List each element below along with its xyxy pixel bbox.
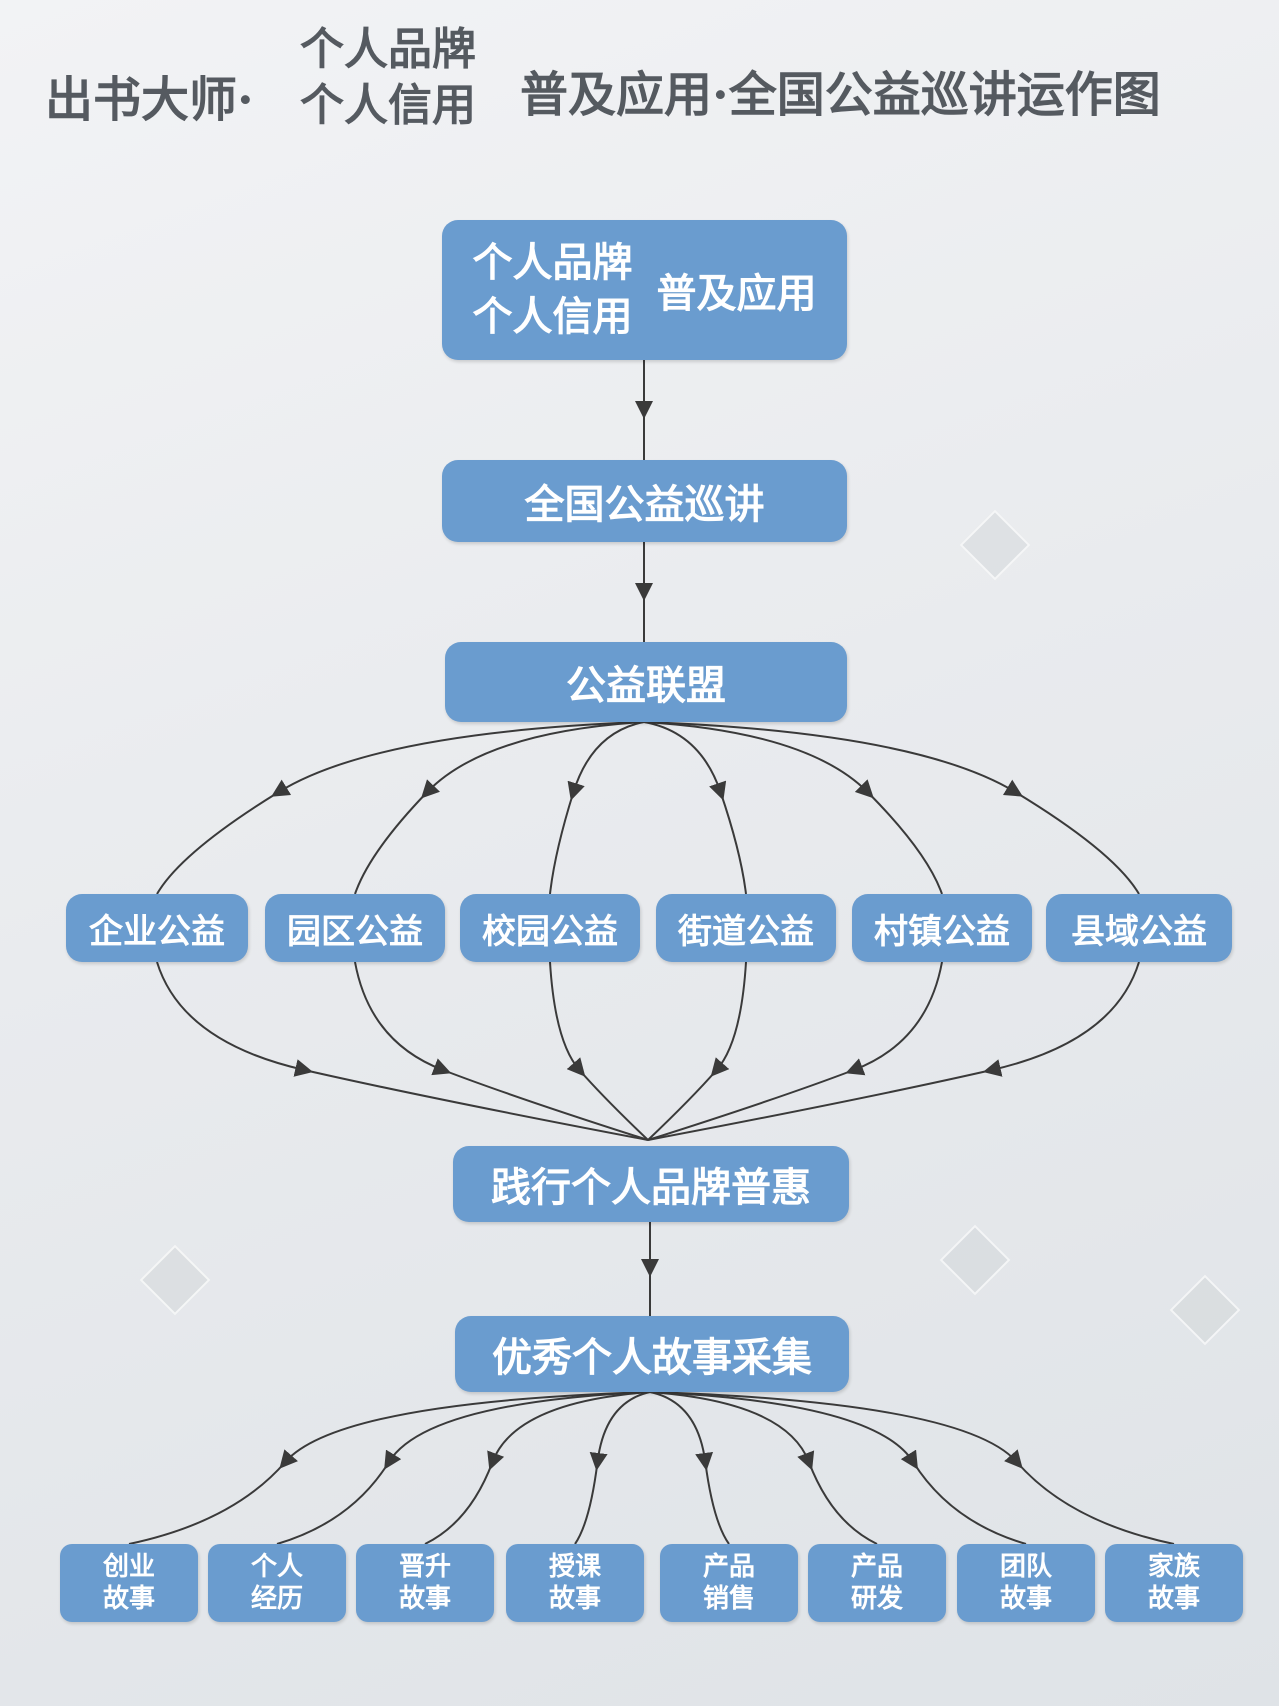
- leaf-line2: 经历: [250, 1584, 303, 1614]
- leaf-line2: 故事: [398, 1584, 451, 1614]
- leaf-curve: [649, 1391, 878, 1545]
- leaf-node: 家族 故事: [1105, 1544, 1243, 1622]
- leaf-curve: [649, 1391, 1027, 1545]
- node-brand-label: 个人品牌: [472, 240, 633, 286]
- leaf-line1: 产品: [850, 1552, 903, 1582]
- leaf-curve: [649, 1391, 1175, 1545]
- title-stack-line2: 个人信用: [300, 80, 476, 131]
- branch-node: 县域公益: [1046, 894, 1232, 962]
- leaf-line1: 个人: [250, 1552, 303, 1582]
- converge-curve: [647, 961, 1140, 1141]
- leaf-node: 创业 故事: [60, 1544, 198, 1622]
- branch-node: 企业公益: [66, 894, 248, 962]
- title-stack: 个人品牌 个人信用: [300, 22, 476, 134]
- branch-node: 园区公益: [265, 894, 445, 962]
- node-story-collection: 优秀个人故事采集: [455, 1316, 849, 1392]
- leaf-curve: [276, 1391, 651, 1545]
- fan-out-curve: [643, 721, 943, 895]
- leaf-curve: [424, 1391, 651, 1545]
- leaf-line2: 故事: [548, 1584, 601, 1614]
- leaf-line2: 研发: [850, 1584, 903, 1614]
- fan-out-curve: [643, 721, 1140, 895]
- branch-node: 街道公益: [656, 894, 836, 962]
- leaf-line1: 晋升: [398, 1552, 451, 1582]
- node-brand-credit-application: 个人品牌 个人信用 普及应用: [442, 220, 847, 360]
- leaf-node: 团队 故事: [957, 1544, 1095, 1622]
- fan-out-curve: [354, 721, 645, 895]
- converge-curve: [647, 961, 747, 1141]
- leaf-line1: 创业: [102, 1552, 155, 1582]
- leaf-node: 晋升 故事: [356, 1544, 494, 1622]
- fan-out-curve: [643, 721, 747, 895]
- node-application-label: 普及应用: [656, 271, 817, 317]
- node-national-tour: 全国公益巡讲: [442, 460, 847, 542]
- leaf-node: 产品 研发: [808, 1544, 946, 1622]
- leaf-line1: 家族: [1147, 1552, 1200, 1582]
- leaf-curve: [128, 1391, 651, 1545]
- branch-node: 校园公益: [460, 894, 640, 962]
- converge-curve: [647, 961, 943, 1141]
- branch-node: 村镇公益: [852, 894, 1032, 962]
- leaf-node: 个人 经历: [208, 1544, 346, 1622]
- title-prefix: 出书大师·: [45, 72, 254, 128]
- leaf-curve: [574, 1391, 651, 1545]
- leaf-line1: 团队: [999, 1552, 1052, 1582]
- title-suffix: 普及应用·全国公益巡讲运作图: [520, 67, 1161, 123]
- fan-out-curve: [156, 721, 645, 895]
- fan-out-curve: [549, 721, 645, 895]
- node-alliance: 公益联盟: [445, 642, 847, 722]
- node-credit-label: 个人信用: [472, 294, 633, 340]
- leaf-line2: 故事: [1147, 1584, 1200, 1614]
- leaf-node: 产品 销售: [660, 1544, 798, 1622]
- node-brand-credit-stack: 个人品牌 个人信用: [473, 236, 633, 344]
- leaf-line1: 产品: [702, 1552, 755, 1582]
- title-stack-line1: 个人品牌: [300, 24, 476, 75]
- converge-curve: [354, 961, 649, 1141]
- leaf-line2: 销售: [702, 1584, 755, 1614]
- leaf-node: 授课 故事: [506, 1544, 644, 1622]
- leaf-line2: 故事: [999, 1584, 1052, 1614]
- converge-curve: [156, 961, 649, 1141]
- leaf-curve: [649, 1391, 730, 1545]
- leaf-line1: 授课: [548, 1552, 601, 1582]
- leaf-line2: 故事: [102, 1584, 155, 1614]
- converge-curve: [549, 961, 649, 1141]
- node-practice: 践行个人品牌普惠: [453, 1146, 849, 1222]
